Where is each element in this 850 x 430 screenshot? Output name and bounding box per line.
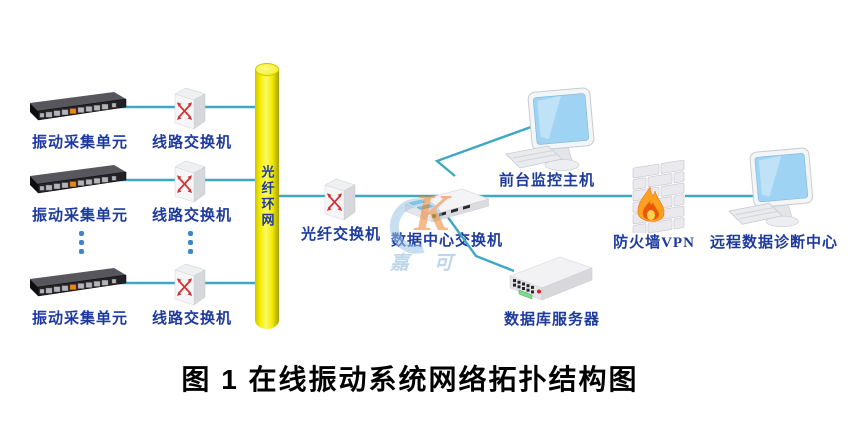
fiber-switch-label: 光纤交换机 (300, 227, 382, 243)
firewall-label: 防火墙VPN (613, 235, 695, 251)
remote-center-label: 远程数据诊断中心 (709, 235, 839, 251)
datacenter-switch-icon (405, 188, 489, 223)
connection-line (434, 125, 532, 177)
remote-monitor-icon (728, 147, 814, 228)
vibration-unit-icon (30, 268, 127, 297)
monitor-host-icon (505, 87, 595, 171)
line-switch-icon (174, 87, 206, 130)
figure-caption: 图 1 在线振动系统网络拓扑结构图 (181, 364, 639, 395)
line-switch-icon (174, 160, 206, 203)
ellipsis-dots (188, 231, 193, 254)
fiber-ring-cylinder: 光纤环网 (255, 63, 279, 329)
vibration-unit-icon (30, 165, 127, 194)
ellipsis-dots (79, 231, 84, 254)
vibration-unit-label: 振动采集单元 (31, 311, 129, 327)
line-switch-label: 线路交换机 (151, 208, 233, 224)
line-switch-label: 线路交换机 (151, 311, 233, 327)
fiber-ring-label: 光纤环网 (259, 165, 275, 229)
monitor-host-label: 前台监控主机 (498, 173, 596, 189)
vibration-unit-icon (30, 92, 127, 121)
fiber-switch-icon (324, 178, 356, 221)
datacenter-switch-label: 数据中心交换机 (390, 233, 504, 249)
vibration-unit-label: 振动采集单元 (31, 135, 129, 151)
line-switch-label: 线路交换机 (151, 135, 233, 151)
firewall-icon (632, 158, 685, 233)
connection-line (446, 215, 515, 273)
database-server-label: 数据库服务器 (503, 312, 601, 328)
database-server-icon (509, 256, 593, 301)
line-switch-icon (174, 263, 206, 306)
vibration-unit-label: 振动采集单元 (31, 208, 129, 224)
